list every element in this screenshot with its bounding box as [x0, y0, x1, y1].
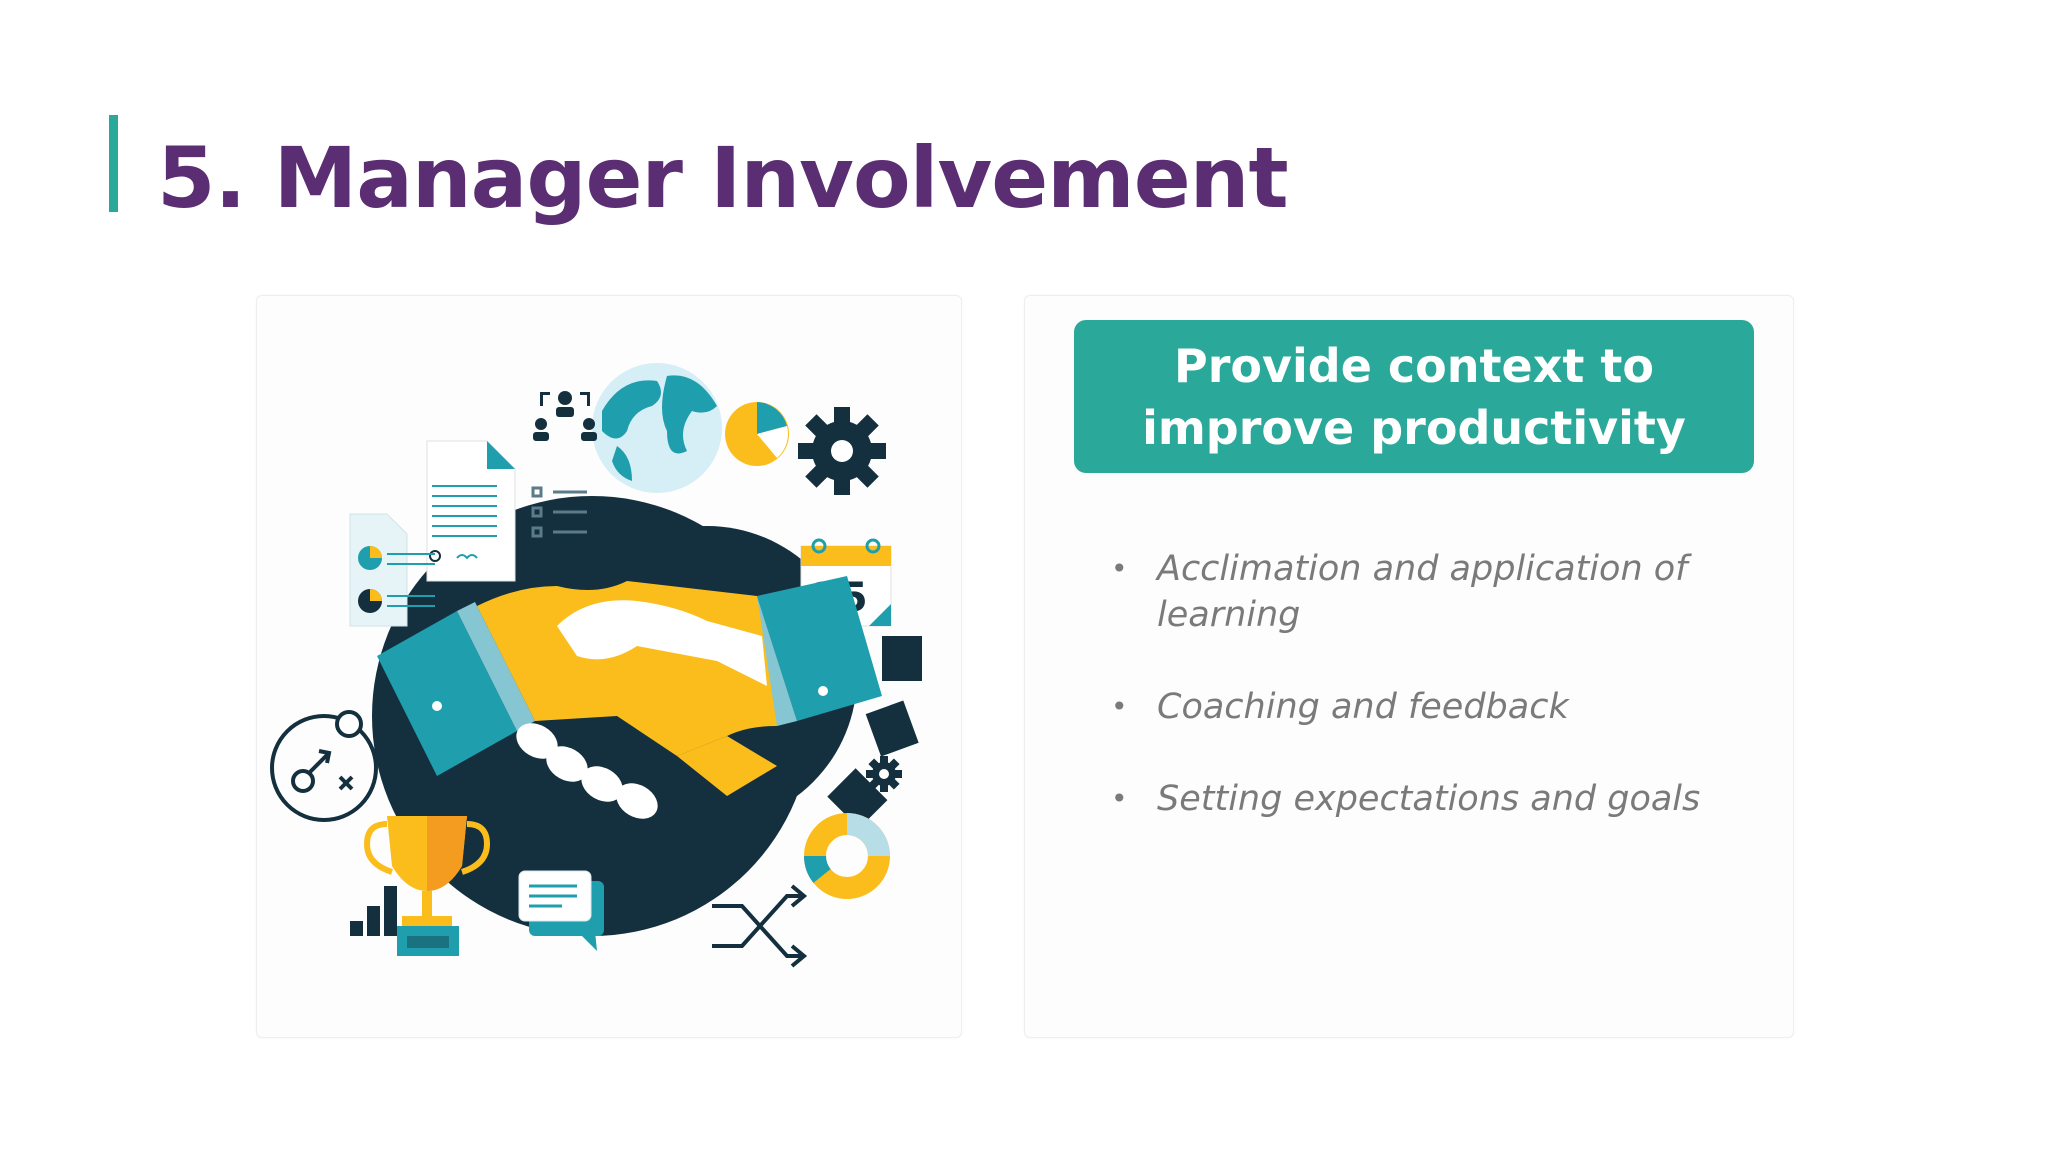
donut-chart-icon: [803, 813, 890, 899]
handshake-icon: [477, 581, 777, 819]
small-gear-icon: [866, 756, 902, 792]
pie-chart-icon: [725, 402, 789, 466]
illustration-panel: 25: [256, 295, 962, 1038]
left-sleeve: [377, 602, 535, 776]
heading-text: Provide context to improve productivity: [1142, 338, 1686, 455]
trophy-icon: [363, 816, 491, 956]
content-panel: Provide context to improve productivity …: [1024, 295, 1794, 1038]
bar-chart-icon: [350, 886, 397, 936]
gear-icon: [798, 407, 886, 495]
heading-box: Provide context to improve productivity: [1074, 320, 1754, 473]
document-icon: [426, 440, 516, 582]
shuffle-icon: [712, 884, 808, 968]
strategy-icon: [270, 710, 378, 822]
bullet-item: Acclimation and application of learning: [1085, 546, 1725, 638]
checklist-icon: [531, 486, 587, 538]
org-chart-icon: [533, 391, 597, 441]
handshake-illustration: 25: [270, 363, 922, 968]
title-accent-bar: [109, 115, 118, 212]
globe-icon: [592, 363, 722, 493]
slide-title: 5. Manager Involvement: [157, 129, 1289, 227]
bullet-item: Coaching and feedback: [1085, 684, 1725, 730]
chat-bubble-icon: [518, 870, 604, 951]
report-document-icon: [349, 513, 435, 627]
bullet-list: Acclimation and application of learning …: [1085, 546, 1725, 822]
bullet-item: Setting expectations and goals: [1085, 776, 1725, 822]
